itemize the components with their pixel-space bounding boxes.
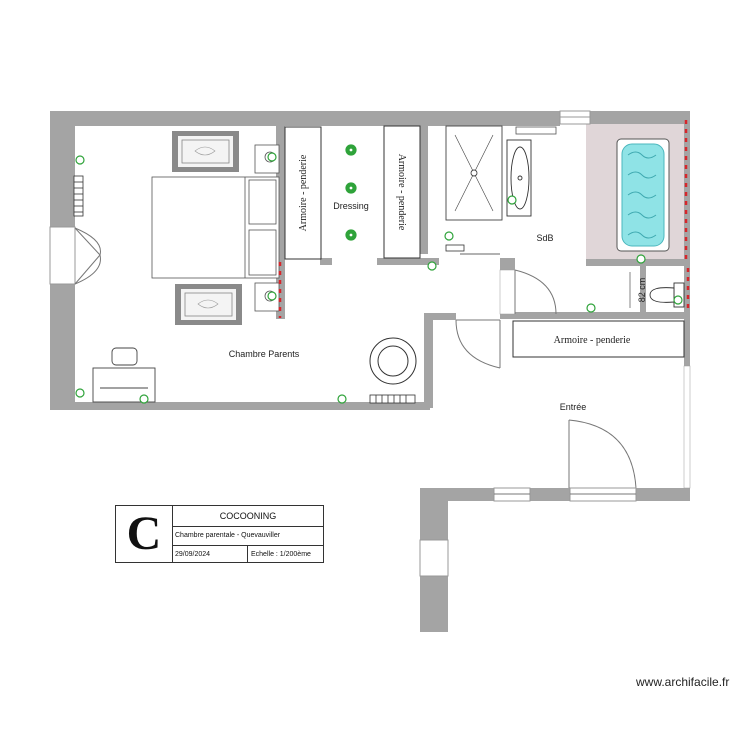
windows — [49, 110, 691, 577]
title-block-title: COCOONING — [173, 506, 323, 527]
light-point — [345, 182, 357, 194]
red-markers — [278, 120, 690, 318]
radiator-bedroom — [73, 175, 84, 217]
bathtub — [616, 138, 670, 252]
rug-bottom — [175, 284, 242, 325]
wardrobe-dressing: Armoire - penderie — [383, 125, 421, 259]
room-label-sdb: SdB — [536, 233, 553, 243]
shower — [445, 125, 503, 221]
window-sash-left — [74, 227, 101, 285]
outlet — [267, 152, 277, 162]
outlet — [444, 231, 454, 241]
dimension-label: 82 cm — [637, 278, 647, 303]
title-block: C COCOONING Chambre parentale - Quevauvi… — [115, 505, 324, 563]
towel-rail — [515, 126, 557, 135]
rug-top — [172, 131, 239, 172]
outlet — [75, 388, 85, 398]
outlet — [75, 155, 85, 165]
outlet — [673, 295, 683, 305]
room-label-chambre: Chambre Parents — [229, 349, 300, 359]
dressing-fixtures — [445, 244, 500, 255]
outlet — [267, 291, 277, 301]
washbasin — [506, 139, 532, 217]
title-block-scale: Echelle : 1/200ème — [251, 551, 311, 558]
armchair — [369, 337, 417, 385]
outlet — [507, 195, 517, 205]
room-label-dressing: Dressing — [333, 201, 369, 211]
wardrobe-dressing-label: Armoire - penderie — [396, 154, 407, 231]
title-block-date: 29/09/2024 — [173, 546, 248, 563]
light-point — [345, 229, 357, 241]
title-block-logo: C — [116, 506, 173, 562]
radiator-bottom — [369, 394, 416, 404]
toilet — [649, 282, 685, 308]
outlet — [636, 254, 646, 264]
electrical-points — [75, 144, 683, 404]
doors — [455, 269, 637, 502]
outlet — [427, 261, 437, 271]
wardrobe-entree-label: Armoire - penderie — [554, 335, 631, 346]
bed — [151, 176, 280, 279]
title-block-subtitle: Chambre parentale - Quevauviller — [173, 527, 323, 546]
room-label-entree: Entrée — [560, 402, 587, 412]
desk — [92, 347, 156, 403]
wardrobe-left: Armoire - penderie — [284, 126, 322, 260]
watermark-link[interactable]: www.archifacile.fr — [636, 675, 730, 689]
dimension-82cm: 82 cm — [629, 272, 647, 308]
outlet — [139, 394, 149, 404]
light-point — [345, 144, 357, 156]
wardrobe-left-label: Armoire - penderie — [298, 154, 309, 231]
outlet — [337, 394, 347, 404]
wardrobe-entree: Armoire - penderie — [512, 320, 685, 358]
outlet — [586, 303, 596, 313]
